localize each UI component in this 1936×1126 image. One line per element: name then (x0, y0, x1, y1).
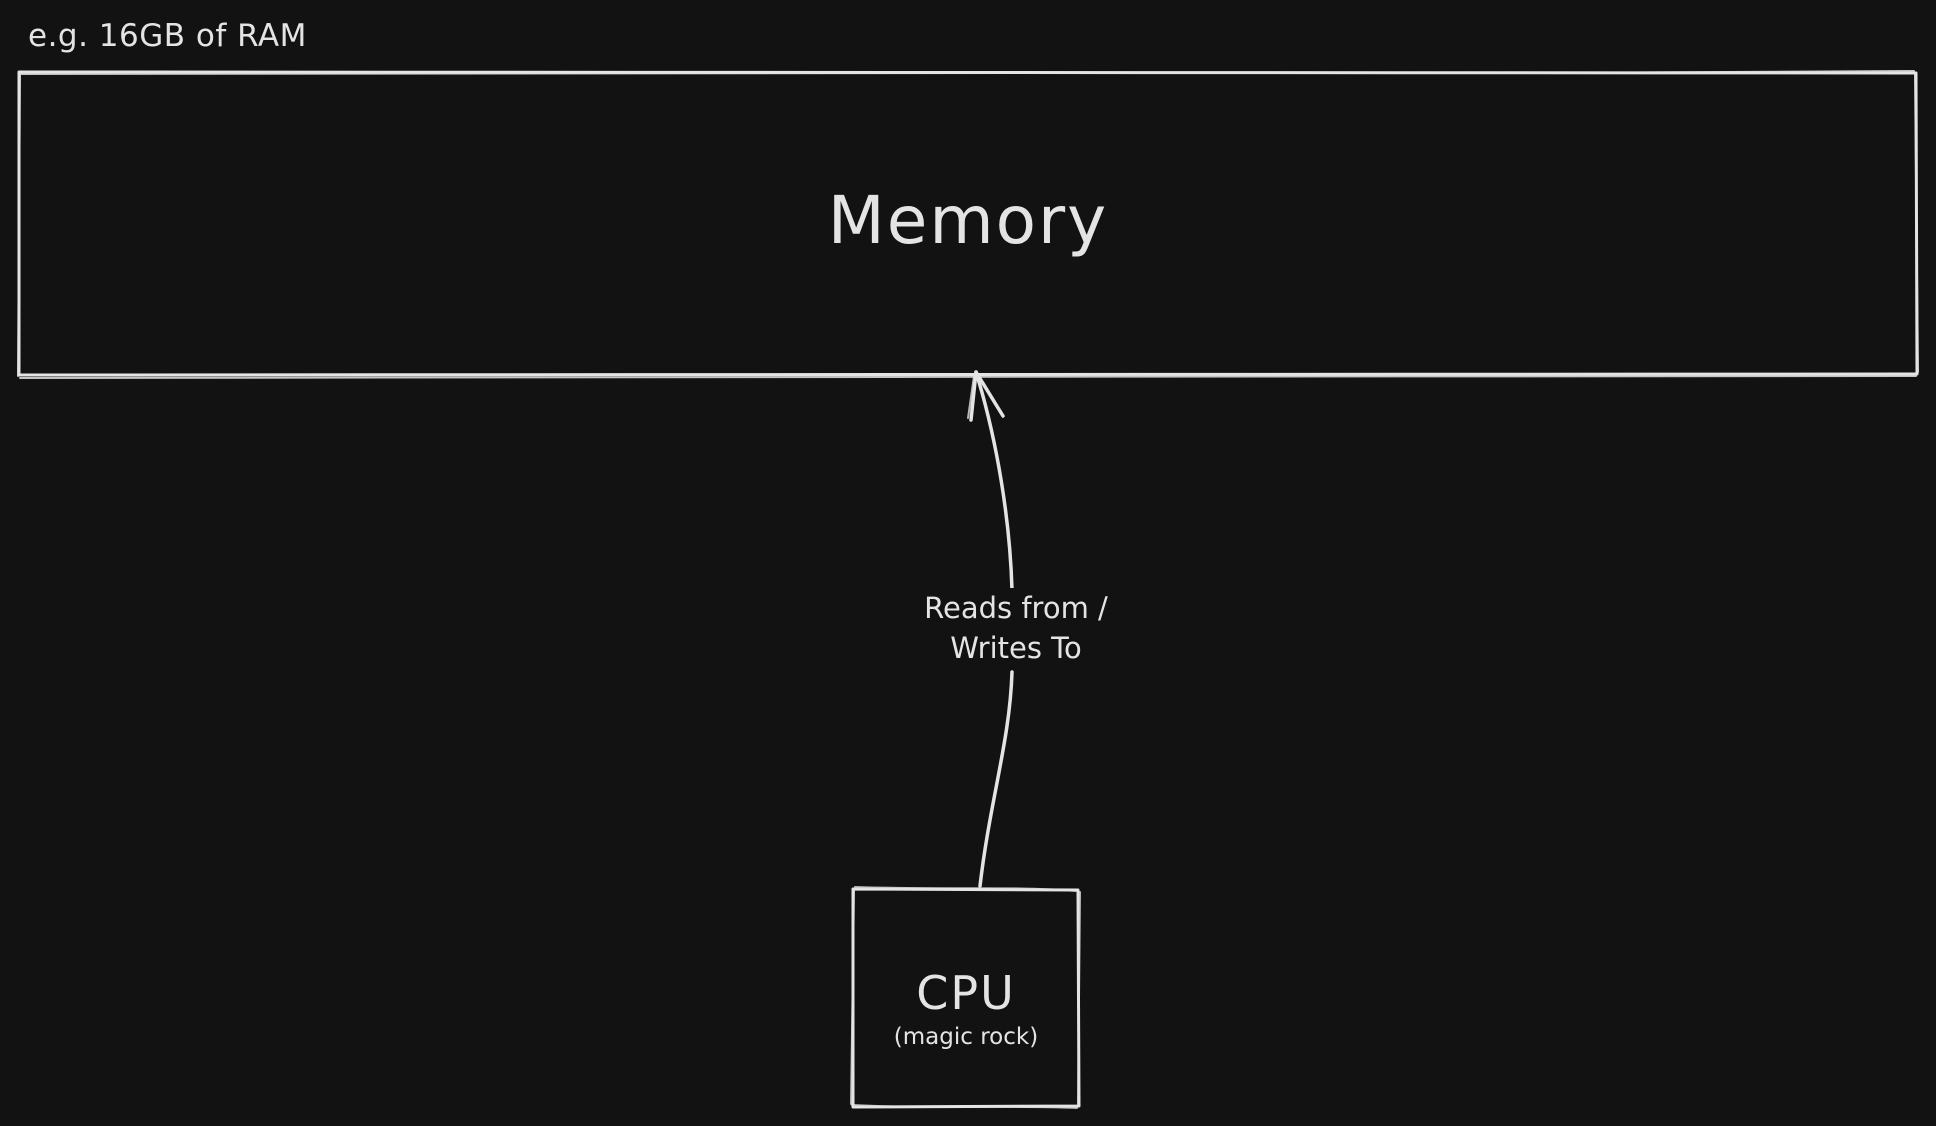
arrow-label-line2: Writes To (950, 631, 1082, 665)
arrow-label-line1: Reads from / (924, 591, 1108, 625)
memory-box (17, 70, 1919, 379)
arrowhead-icon (969, 370, 1005, 422)
cpu-sublabel: (magic rock) (893, 1024, 1039, 1050)
cpu-box (850, 886, 1081, 1109)
arrow-label: Reads from / Writes To (890, 588, 1142, 668)
memory-size-note: e.g. 16GB of RAM (28, 18, 307, 54)
memory-label: Memory (827, 182, 1109, 259)
read-write-arrow (967, 370, 1014, 888)
cpu-label: CPU (916, 966, 1016, 1020)
